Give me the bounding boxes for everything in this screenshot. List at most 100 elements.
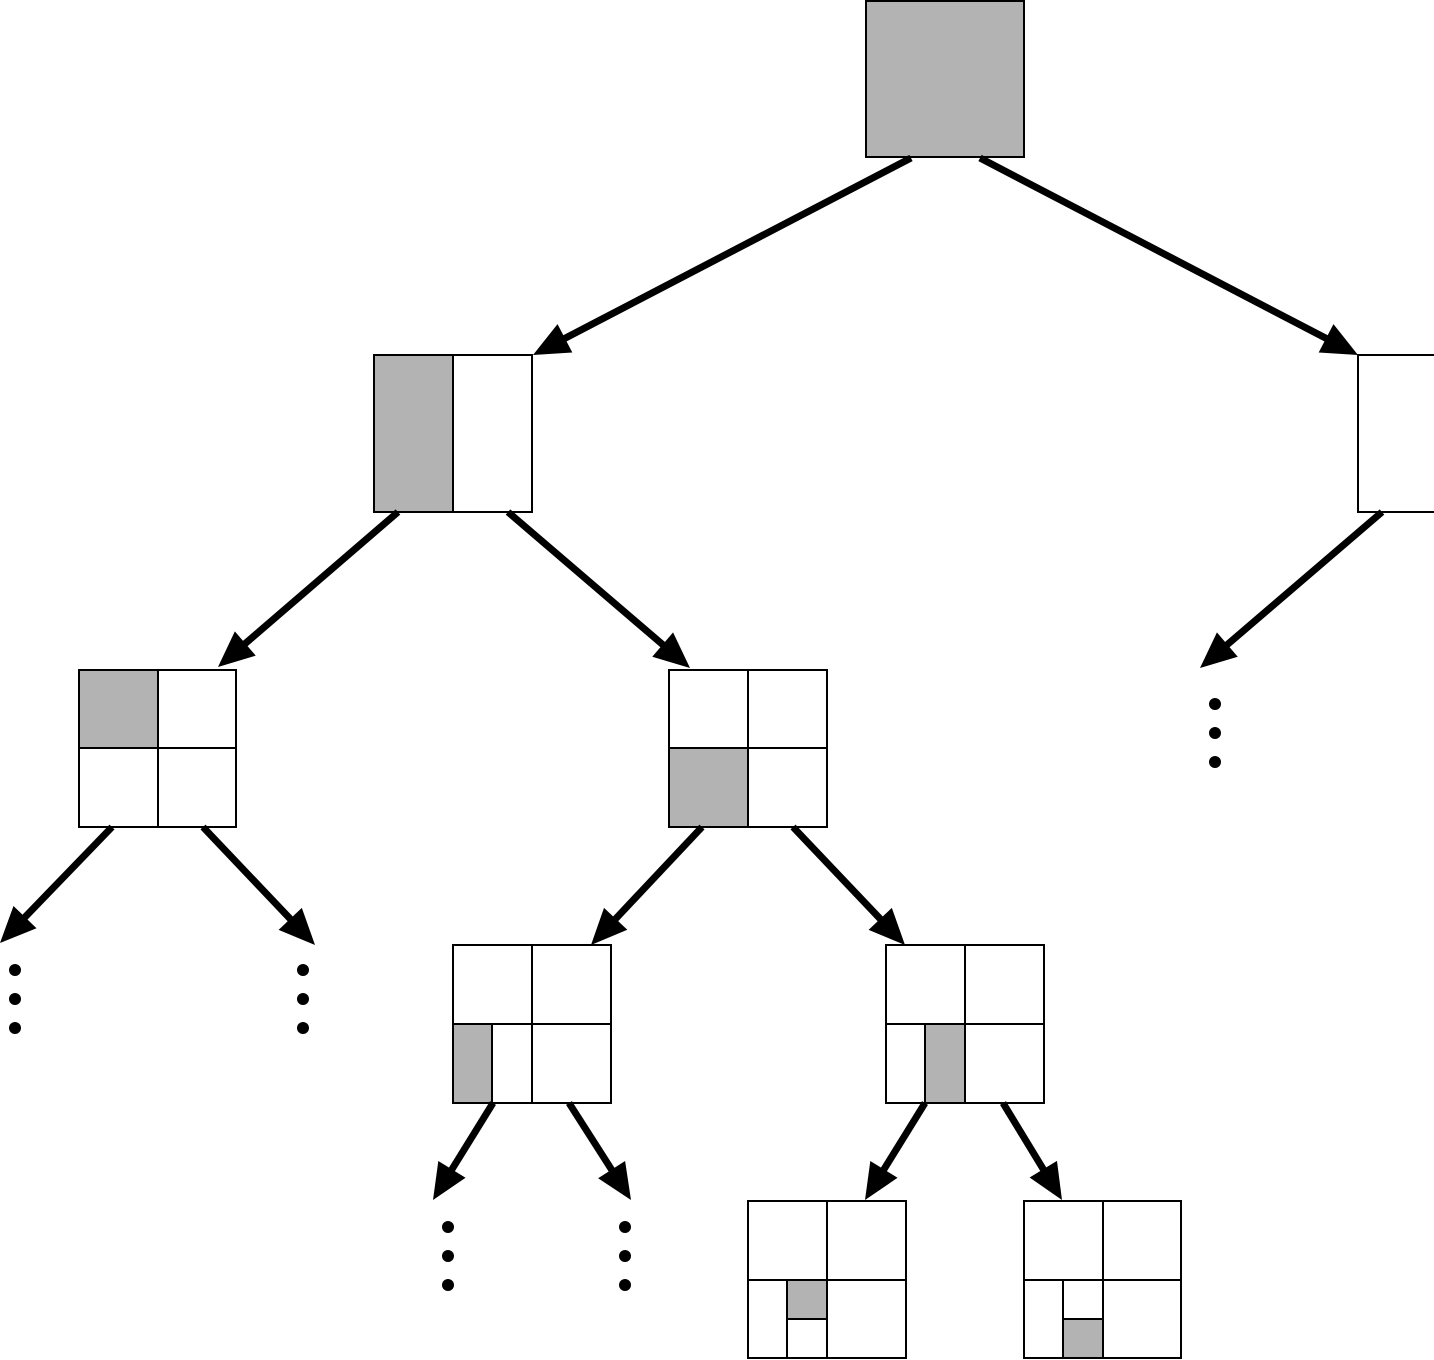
arrow-shaft [611, 824, 705, 923]
arrow [790, 824, 905, 945]
arrow-shaft [447, 1101, 496, 1173]
arrow [591, 824, 705, 945]
arrowhead-icon [1200, 632, 1238, 668]
vertical-ellipsis-icon [1209, 698, 1221, 768]
arrow-shaft [561, 154, 913, 343]
shaded-cell [865, 0, 1025, 158]
shaded-cell [668, 747, 749, 828]
dot [1209, 698, 1221, 710]
shaded-cell [924, 1023, 966, 1104]
empty-cell [452, 354, 533, 513]
arrow-shaft [505, 509, 667, 649]
level1-right-node [1357, 354, 1434, 513]
root-node [865, 0, 1025, 158]
level3-right-node [885, 944, 1045, 1104]
arrow-shaft [978, 154, 1330, 343]
dot [1209, 727, 1221, 739]
empty-cell [157, 669, 237, 749]
level3-left-node [452, 944, 612, 1104]
arrow [978, 154, 1358, 355]
shaded-cell [1062, 1318, 1104, 1359]
empty-cell [668, 669, 749, 749]
arrowhead-icon [218, 631, 256, 667]
arrowhead-icon [591, 907, 628, 945]
level4-right-node [1023, 1200, 1182, 1359]
level1-left-node [373, 354, 533, 513]
arrow [433, 1101, 496, 1200]
empty-cell [747, 747, 828, 828]
arrowhead-icon [0, 905, 37, 943]
arrowhead-icon [433, 1160, 466, 1200]
arrow-shaft [790, 824, 885, 923]
arrow-shaft [879, 1101, 928, 1173]
empty-cell [1023, 1279, 1064, 1359]
arrowhead-icon [868, 907, 905, 945]
arrow-shaft [200, 824, 295, 923]
arrowhead-icon [652, 632, 690, 668]
empty-cell [452, 944, 533, 1025]
arrow [0, 824, 115, 943]
dot [442, 1221, 454, 1233]
arrow [218, 509, 401, 667]
empty-cell [491, 1023, 533, 1104]
dot [297, 1022, 309, 1034]
arrowhead-icon [865, 1160, 898, 1200]
vertical-ellipsis-icon [442, 1221, 454, 1291]
dot [619, 1279, 631, 1291]
empty-cell [826, 1200, 907, 1281]
empty-cell [826, 1279, 907, 1359]
vertical-ellipsis-icon [619, 1221, 631, 1291]
arrowhead-icon [533, 324, 573, 355]
empty-cell [885, 1023, 926, 1104]
arrow-shaft [241, 509, 401, 648]
empty-cell [157, 747, 237, 828]
arrow [505, 509, 690, 668]
tree-nodes [78, 0, 1434, 1359]
dot [1209, 756, 1221, 768]
empty-cell [531, 944, 612, 1025]
empty-cell [747, 1200, 828, 1281]
level2-right-node [668, 669, 828, 828]
empty-cell [885, 944, 966, 1025]
empty-cell [964, 944, 1045, 1025]
empty-cell [1102, 1200, 1182, 1281]
empty-cell [78, 747, 159, 828]
arrow-shaft [566, 1101, 616, 1174]
arrowhead-icon [598, 1161, 631, 1200]
vertical-ellipsis-icon [297, 964, 309, 1034]
arrow-shaft [21, 824, 115, 921]
dot [9, 1022, 21, 1034]
arrow-shaft [1000, 1101, 1048, 1173]
empty-cell [531, 1023, 612, 1104]
empty-cell [747, 1279, 788, 1359]
dot [442, 1279, 454, 1291]
empty-cell [964, 1023, 1045, 1104]
shaded-cell [452, 1023, 493, 1104]
empty-cell [1102, 1279, 1182, 1359]
empty-cell [747, 669, 828, 749]
empty-cell [1062, 1279, 1104, 1320]
level2-left-node [78, 669, 237, 828]
arrow [200, 824, 315, 945]
dot [619, 1221, 631, 1233]
shaded-cell [786, 1279, 828, 1320]
empty-cell [1357, 354, 1434, 513]
arrow-shaft [1223, 509, 1385, 649]
arrowhead-icon [1318, 324, 1358, 355]
arrow [566, 1101, 631, 1200]
arrow [865, 1101, 928, 1200]
dot [442, 1250, 454, 1262]
tree-edges [0, 154, 1385, 1200]
vertical-ellipsis-icon [9, 964, 21, 1034]
arrowhead-icon [278, 907, 315, 945]
empty-cell [786, 1318, 828, 1359]
dot [9, 964, 21, 976]
continuation-ellipses [9, 698, 1221, 1291]
arrow [533, 154, 913, 355]
dot [9, 993, 21, 1005]
arrow [1200, 509, 1385, 668]
shaded-cell [78, 669, 159, 749]
dot [619, 1250, 631, 1262]
level4-left-node [747, 1200, 907, 1359]
